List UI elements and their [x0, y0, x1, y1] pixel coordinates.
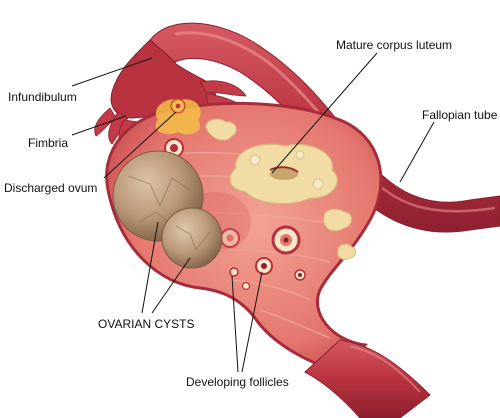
label-fimbria: Fimbria — [28, 136, 69, 150]
label-discharged-ovum: Discharged ovum — [4, 181, 98, 195]
discharged-ovum — [155, 98, 201, 135]
label-ovarian-cysts: OVARIAN CYSTS — [98, 317, 195, 331]
developing-follicles — [164, 138, 306, 291]
leader-lines — [71, 52, 435, 373]
luteal-body-small — [205, 118, 357, 261]
label-fallopian-tube: Fallopian tube — [422, 108, 498, 122]
label-mature-corpus-luteum: Mature corpus luteum — [336, 38, 453, 52]
corpus-luteum — [229, 143, 338, 205]
label-developing-follicles: Developing follicles — [186, 375, 289, 389]
ovarian-cysts — [112, 150, 251, 269]
label-infundibulum: Infundibulum — [8, 90, 77, 104]
